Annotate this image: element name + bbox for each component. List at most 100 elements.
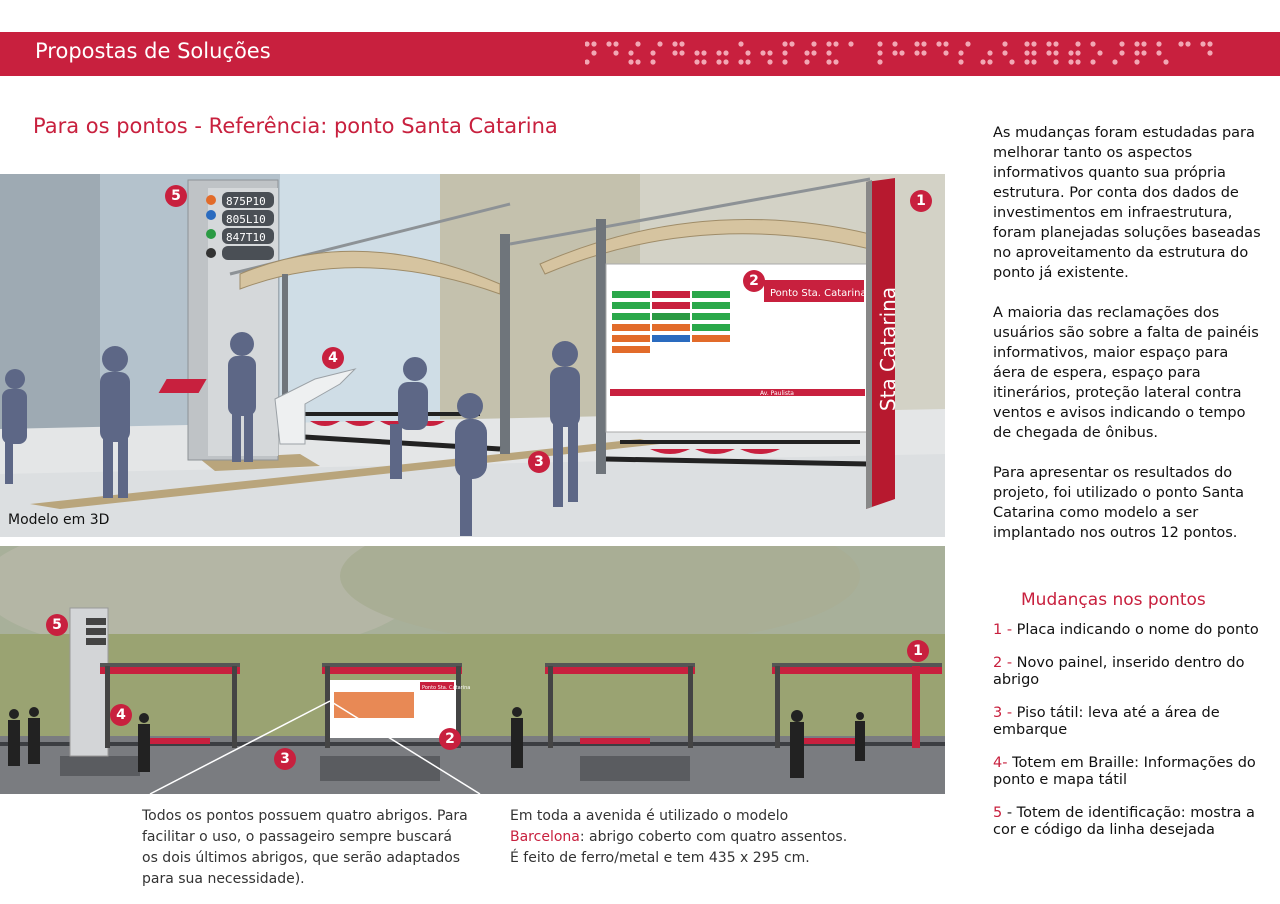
scene-street: Ponto Sta. Catarina 5 1 4 2 3 — [0, 546, 945, 794]
braille-dot — [1207, 50, 1213, 56]
marker-1-top: 1 — [910, 190, 932, 212]
marker-5-bottom: 5 — [46, 614, 68, 636]
braille-dot — [585, 41, 590, 47]
braille-dot — [1134, 50, 1140, 56]
caption-right-prefix: Em toda a avenida é utilizado o modelo — [510, 808, 789, 824]
braille-dot — [958, 59, 964, 65]
braille-dot — [657, 41, 663, 47]
braille-dot — [804, 50, 810, 56]
scene-street-illustration: Ponto Sta. Catarina — [0, 546, 945, 794]
braille-dot — [767, 50, 773, 56]
change-item: 5 - Totem de identificação: mostra a cor… — [993, 805, 1263, 839]
braille-dot — [591, 41, 597, 47]
braille-dot — [943, 50, 949, 56]
braille-dot — [635, 41, 641, 47]
braille-dot — [628, 50, 634, 56]
scene-3d-label: Modelo em 3D — [8, 512, 110, 528]
braille-dot — [613, 41, 619, 47]
change-text: Novo painel, inserido dentro do abrigo — [993, 655, 1245, 688]
changes-title: Mudanças nos pontos — [1021, 590, 1206, 610]
braille-dot — [1053, 59, 1059, 65]
braille-dot — [1156, 50, 1162, 56]
sidebar-paragraph-2: A maioria das reclamações dos usuários s… — [993, 305, 1259, 441]
braille-dot — [1031, 41, 1037, 47]
change-number: 3 - — [993, 705, 1013, 721]
braille-dot — [738, 41, 744, 47]
braille-dot — [921, 50, 927, 56]
marker-3-bottom: 3 — [274, 748, 296, 770]
braille-dot — [745, 59, 751, 65]
marker-4-bottom: 4 — [110, 704, 132, 726]
panel-title-top: Ponto Sta. Catarina — [770, 288, 867, 299]
braille-dot — [1185, 41, 1191, 47]
braille-dot — [672, 50, 678, 56]
braille-dot — [826, 41, 832, 47]
braille-dot — [723, 59, 729, 65]
braille-dot — [716, 59, 722, 65]
braille-dot — [1075, 50, 1081, 56]
braille-dot — [585, 59, 590, 65]
caption-right-highlight: Barcelona — [510, 829, 580, 845]
braille-dot — [1053, 50, 1059, 56]
braille-dot — [716, 50, 722, 56]
marker-2-top: 2 — [743, 270, 765, 292]
braille-dot — [811, 50, 817, 56]
braille-dot — [1141, 50, 1147, 56]
braille-dot — [1046, 50, 1052, 56]
braille-dot — [1141, 41, 1147, 47]
braille-dot — [606, 41, 612, 47]
braille-dot — [1068, 59, 1074, 65]
braille-dot — [811, 41, 817, 47]
braille-dot — [1075, 41, 1081, 47]
braille-dot — [591, 50, 597, 56]
marker-1-bottom: 1 — [907, 640, 929, 662]
braille-dot — [782, 50, 788, 56]
braille-dot — [833, 59, 839, 65]
braille-dot — [1207, 41, 1213, 47]
braille-dot — [921, 41, 927, 47]
braille-dot — [1002, 50, 1008, 56]
braille-dot — [613, 50, 619, 56]
marker-5-top: 5 — [165, 185, 187, 207]
caption-right-suffix: : abrigo coberto com quatro assentos. É … — [510, 829, 848, 866]
scene-3d: 875P10 805L10 847T10 Ponto Sta. Catarina — [0, 174, 945, 537]
braille-dot — [782, 41, 788, 47]
braille-dot — [833, 41, 839, 47]
braille-dot — [1053, 41, 1059, 47]
braille-dot — [1002, 41, 1008, 47]
braille-dot — [965, 41, 971, 47]
braille-dot — [899, 50, 905, 56]
braille-pattern — [585, 41, 1213, 65]
marker-3-top: 3 — [528, 451, 550, 473]
change-text: Totem em Braille: Informações do ponto e… — [993, 755, 1256, 788]
change-item: 2 - Novo painel, inserido dentro do abri… — [993, 655, 1263, 689]
change-item: 3 - Piso tátil: leva até a área de embar… — [993, 705, 1263, 739]
braille-dot — [892, 50, 898, 56]
braille-dot — [980, 59, 986, 65]
braille-dot — [679, 41, 685, 47]
change-item: 4- Totem em Braille: Informações do pont… — [993, 755, 1263, 789]
braille-dot — [782, 59, 788, 65]
change-text: Placa indicando o nome do ponto — [1012, 622, 1259, 638]
sidebar-text: As mudanças foram estudadas para melhora… — [993, 123, 1263, 543]
braille-dot — [914, 50, 920, 56]
braille-dot — [679, 50, 685, 56]
braille-dot — [987, 50, 993, 56]
braille-dot — [877, 41, 883, 47]
braille-dot — [767, 59, 773, 65]
braille-dot — [1075, 59, 1081, 65]
braille-dot — [1200, 41, 1206, 47]
braille-dot — [1156, 41, 1162, 47]
braille-dot — [1163, 59, 1169, 65]
braille-dot — [701, 50, 707, 56]
braille-dot — [1046, 41, 1052, 47]
braille-dot — [892, 41, 898, 47]
braille-dot — [701, 59, 707, 65]
header-title: Propostas de Soluções — [35, 39, 271, 63]
braille-dot — [848, 41, 854, 47]
braille-dot — [1134, 41, 1140, 47]
braille-dot — [936, 41, 942, 47]
caption-left: Todos os pontos possuem quatro abrigos. … — [142, 808, 468, 887]
braille-dot — [694, 50, 700, 56]
change-number: 2 - — [993, 655, 1013, 671]
